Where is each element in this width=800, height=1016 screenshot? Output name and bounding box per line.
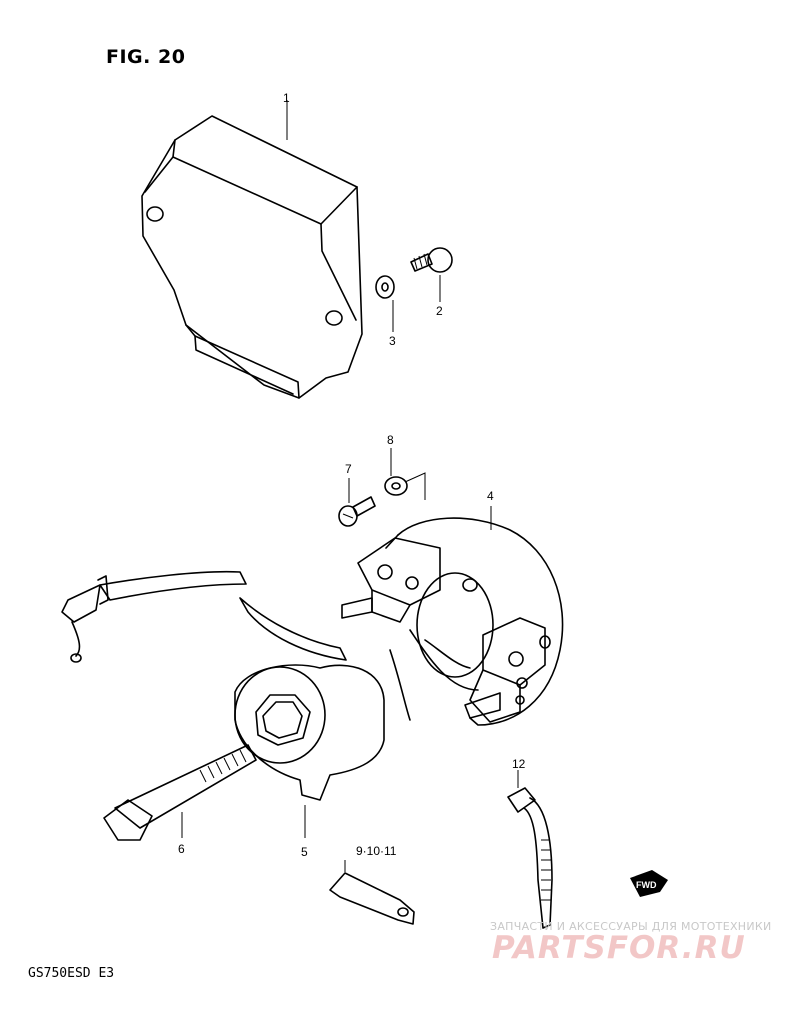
watermark-caption: ЗАПЧАСТИ И АКСЕССУАРЫ ДЛЯ МОТОТЕХНИКИ xyxy=(490,920,772,933)
wire-harness xyxy=(61,570,347,663)
callout-8: 8 xyxy=(387,433,394,447)
callout-2: 2 xyxy=(436,304,443,318)
washer-part-8 xyxy=(384,448,426,500)
washer-part-3 xyxy=(375,275,395,332)
callout-9-10-11: 9·10·11 xyxy=(356,844,397,858)
regulator-unit xyxy=(141,100,363,399)
callout-12: 12 xyxy=(512,757,526,771)
fwd-arrow-icon: FWD xyxy=(630,870,668,897)
watermark-logo: PARTSFOR.RU xyxy=(492,930,746,966)
clamp-part-9-10-11 xyxy=(329,860,415,925)
callout-4: 4 xyxy=(487,489,494,503)
screw-part-2 xyxy=(410,247,453,302)
callout-6: 6 xyxy=(178,842,185,856)
callout-7: 7 xyxy=(345,462,352,476)
bolt-part-6 xyxy=(103,744,257,841)
screw-part-7 xyxy=(338,478,376,527)
brush-holder-plate xyxy=(341,506,564,726)
cable-tie-part-12 xyxy=(507,770,553,929)
model-code: GS750ESD E3 xyxy=(28,966,115,981)
callout-3: 3 xyxy=(389,334,396,348)
figure-title: FIG. 20 xyxy=(106,46,186,68)
housing-part-5 xyxy=(234,664,385,838)
callout-1: 1 xyxy=(283,91,290,105)
fwd-label: FWD xyxy=(636,880,657,890)
callout-5: 5 xyxy=(301,845,308,859)
